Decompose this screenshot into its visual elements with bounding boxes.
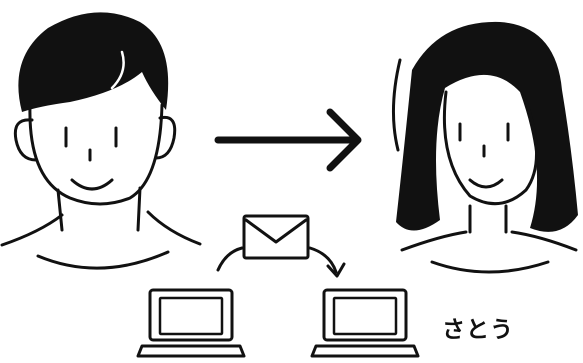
woman-hair-wave bbox=[393, 60, 400, 150]
woman-mouth bbox=[470, 180, 502, 187]
woman-avatar bbox=[393, 22, 578, 272]
man-shoulders bbox=[2, 212, 200, 245]
woman-collar bbox=[432, 262, 548, 272]
man-avatar bbox=[2, 12, 200, 268]
woman-hair bbox=[396, 22, 578, 232]
laptop-icon bbox=[138, 290, 244, 356]
flow-arc-left bbox=[218, 248, 242, 270]
woman-neck bbox=[470, 206, 506, 232]
man-mouth bbox=[72, 180, 112, 189]
envelope-icon bbox=[244, 216, 308, 258]
laptop-icon bbox=[312, 290, 418, 356]
man-collar bbox=[38, 252, 168, 268]
recipient-name-label: さとう bbox=[442, 313, 542, 347]
woman-shoulders bbox=[402, 232, 576, 250]
man-neck bbox=[58, 188, 140, 230]
arrow-right-icon bbox=[218, 112, 358, 168]
man-hair bbox=[18, 12, 168, 112]
